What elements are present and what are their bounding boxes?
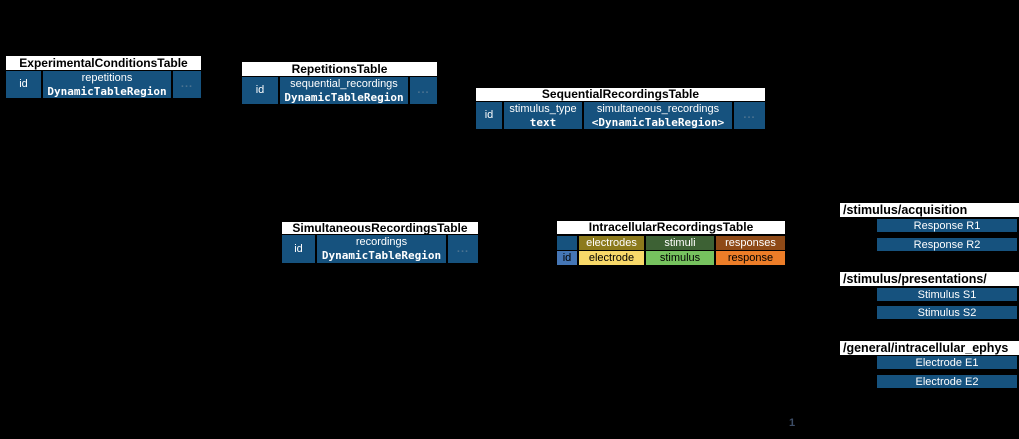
ellipsis-label: ... — [180, 78, 194, 90]
column-label: stimulus — [659, 251, 701, 264]
column-label: repetitions — [81, 71, 133, 84]
table-title: SimultaneousRecordingsTable — [282, 222, 478, 234]
stimulus-presentations-path: /stimulus/presentations/ — [840, 272, 1019, 286]
column-label: id — [562, 251, 572, 264]
column-dtype: <DynamicTableRegion> — [591, 115, 725, 129]
more-columns-cell: ... — [448, 235, 478, 263]
id-column: id — [476, 102, 502, 129]
general-intracellular-ephys-path: /general/intracellular_ephys — [840, 341, 1019, 355]
column-dtype: DynamicTableRegion — [321, 249, 442, 262]
category-label: responses — [725, 236, 776, 249]
table-title: SequentialRecordingsTable — [476, 88, 765, 101]
column-label: id — [484, 109, 494, 121]
experimental-conditions-table: ExperimentalConditionsTable id repetitio… — [6, 56, 201, 98]
page-number: 1 — [789, 417, 796, 429]
id-column: id — [6, 71, 41, 98]
stimuli-category-cell: stimuli — [646, 236, 714, 250]
more-columns-cell: ... — [410, 77, 437, 104]
category-label: electrodes — [586, 236, 637, 249]
ellipsis-label: ... — [456, 242, 470, 255]
category-label: stimuli — [664, 236, 696, 249]
repetitions-table: RepetitionsTable id sequential_recording… — [242, 62, 437, 104]
column-label: id — [294, 242, 303, 255]
column-label: response — [727, 251, 774, 264]
stimulus-column: stimulus — [646, 251, 714, 265]
simultaneous-recordings-column: simultaneous_recordings <DynamicTableReg… — [584, 102, 732, 129]
responses-category-cell: responses — [716, 236, 785, 250]
electrodes-category-cell: electrodes — [579, 236, 644, 250]
electrode-e2-box: Electrode E2 — [877, 375, 1017, 388]
repetitions-column: repetitions DynamicTableRegion — [43, 71, 171, 98]
stimulus-s2-box: Stimulus S2 — [877, 306, 1017, 319]
intracellular-recordings-table: IntracellularRecordingsTable electrodes … — [557, 221, 785, 265]
table-title: ExperimentalConditionsTable — [6, 56, 201, 70]
id-column: id — [282, 235, 315, 263]
spacer-cell — [557, 236, 577, 250]
more-columns-cell: ... — [173, 71, 201, 98]
more-columns-cell: ... — [734, 102, 765, 129]
column-label: simultaneous_recordings — [596, 102, 720, 115]
column-label: stimulus_type — [509, 102, 577, 115]
simultaneous-recordings-table: SimultaneousRecordingsTable id recording… — [282, 222, 478, 263]
column-label: recordings — [355, 236, 408, 248]
table-title: IntracellularRecordingsTable — [557, 221, 785, 234]
recordings-column: recordings DynamicTableRegion — [317, 235, 446, 263]
ellipsis-label: ... — [743, 109, 756, 121]
id-column: id — [242, 77, 278, 104]
column-dtype: DynamicTableRegion — [284, 90, 404, 104]
response-r2-box: Response R2 — [877, 238, 1017, 251]
column-label: sequential_recordings — [290, 77, 398, 90]
stimulus-acquisition-path: /stimulus/acquisition — [840, 203, 1019, 217]
sequential-recordings-column: sequential_recordings DynamicTableRegion — [280, 77, 408, 104]
response-r1-box: Response R1 — [877, 219, 1017, 232]
table-title: RepetitionsTable — [242, 62, 437, 76]
stimulus-type-column: stimulus_type text — [504, 102, 582, 129]
response-column: response — [716, 251, 785, 265]
electrode-column: electrode — [579, 251, 644, 265]
column-dtype: text — [529, 115, 557, 129]
ellipsis-label: ... — [417, 84, 430, 96]
column-label: electrode — [588, 251, 635, 264]
column-dtype: DynamicTableRegion — [47, 84, 167, 98]
electrode-e1-box: Electrode E1 — [877, 356, 1017, 369]
stimulus-s1-box: Stimulus S1 — [877, 288, 1017, 301]
id-column: id — [557, 251, 577, 265]
sequential-recordings-table: SequentialRecordingsTable id stimulus_ty… — [476, 88, 765, 129]
column-label: id — [19, 78, 28, 90]
column-label: id — [255, 84, 265, 96]
